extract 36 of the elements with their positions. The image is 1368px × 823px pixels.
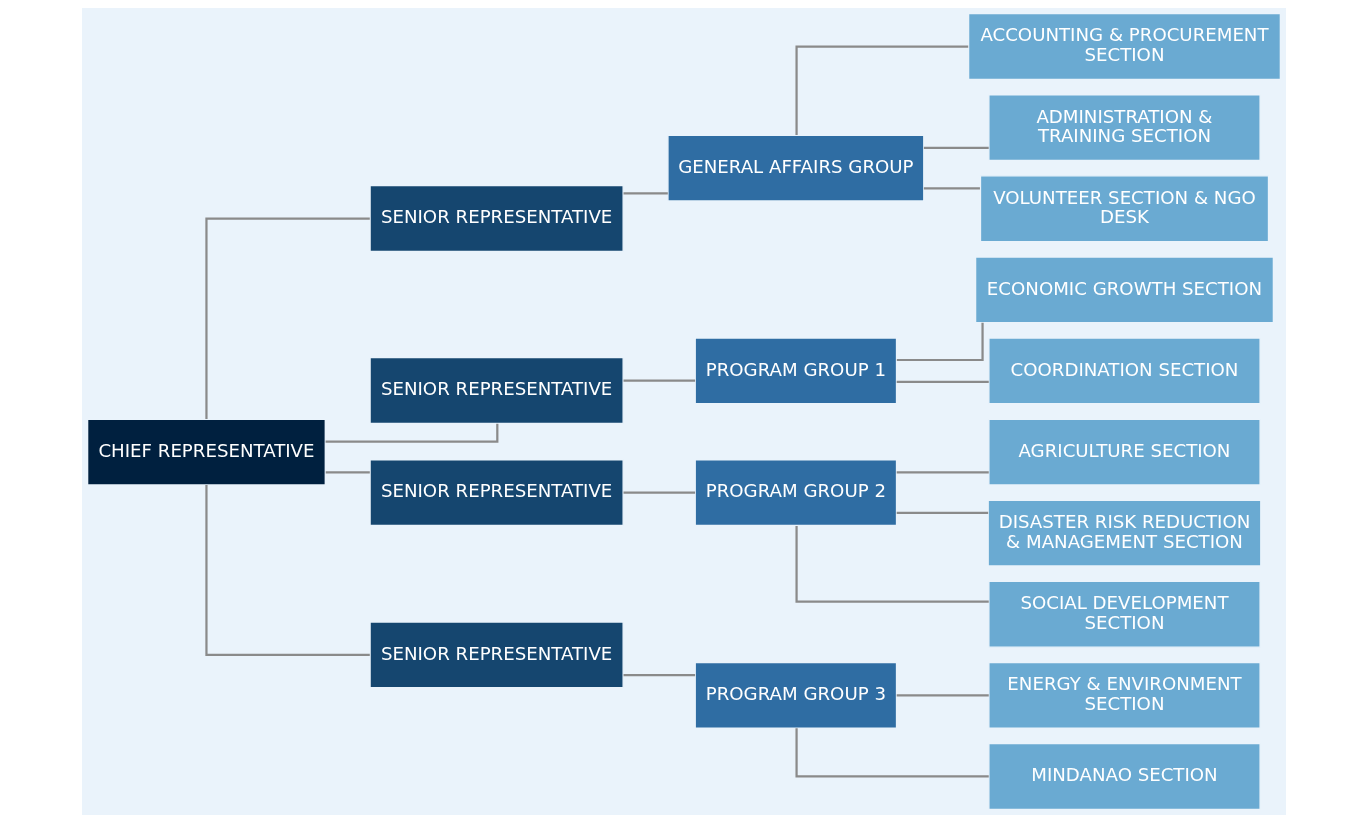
connector [795,728,989,778]
node-box: PROGRAM GROUP 1 [694,337,898,405]
connector [923,146,989,150]
connector [896,471,989,474]
connector [795,45,969,135]
connector [623,491,696,494]
connector [896,322,984,362]
node-box: ADMINISTRATION & TRAINING SECTION [988,94,1261,162]
connector [923,187,980,190]
node-box: COORDINATION SECTION [988,337,1261,405]
connector [795,525,989,603]
connector [205,217,370,420]
connector [896,694,989,697]
connector [623,673,696,677]
node-box: AGRICULTURE SECTION [988,418,1261,486]
node-box: CHIEF REPRESENTATIVE [86,418,326,486]
connector [623,379,696,382]
node-box: PROGRAM GROUP 3 [694,661,898,729]
node-box: MINDANAO SECTION [988,742,1261,811]
node-box: VOLUNTEER SECTION & NGO DESK [979,175,1270,243]
connector [205,485,370,656]
connector [896,380,989,383]
node-box: PROGRAM GROUP 2 [694,459,898,527]
node-box: SENIOR REPRESENTATIVE [369,184,624,253]
node-box: GENERAL AFFAIRS GROUP [667,134,925,202]
node-box: ECONOMIC GROWTH SECTION [974,256,1275,324]
node-box: SENIOR REPRESENTATIVE [369,459,624,527]
connector [896,511,989,514]
node-box: ACCOUNTING & PROCUREMENT SECTION [967,12,1282,81]
connector [623,192,668,195]
node-box: SOCIAL DEVELOPMENT SECTION [988,580,1261,648]
node-box: SENIOR REPRESENTATIVE [369,356,624,425]
connector [325,471,370,474]
node-box: DISASTER RISK REDUCTION & MANAGEMENT SECTION [987,499,1262,567]
node-box: SENIOR REPRESENTATIVE [369,621,624,689]
node-box: ENERGY & ENVIRONMENT SECTION [988,661,1261,729]
